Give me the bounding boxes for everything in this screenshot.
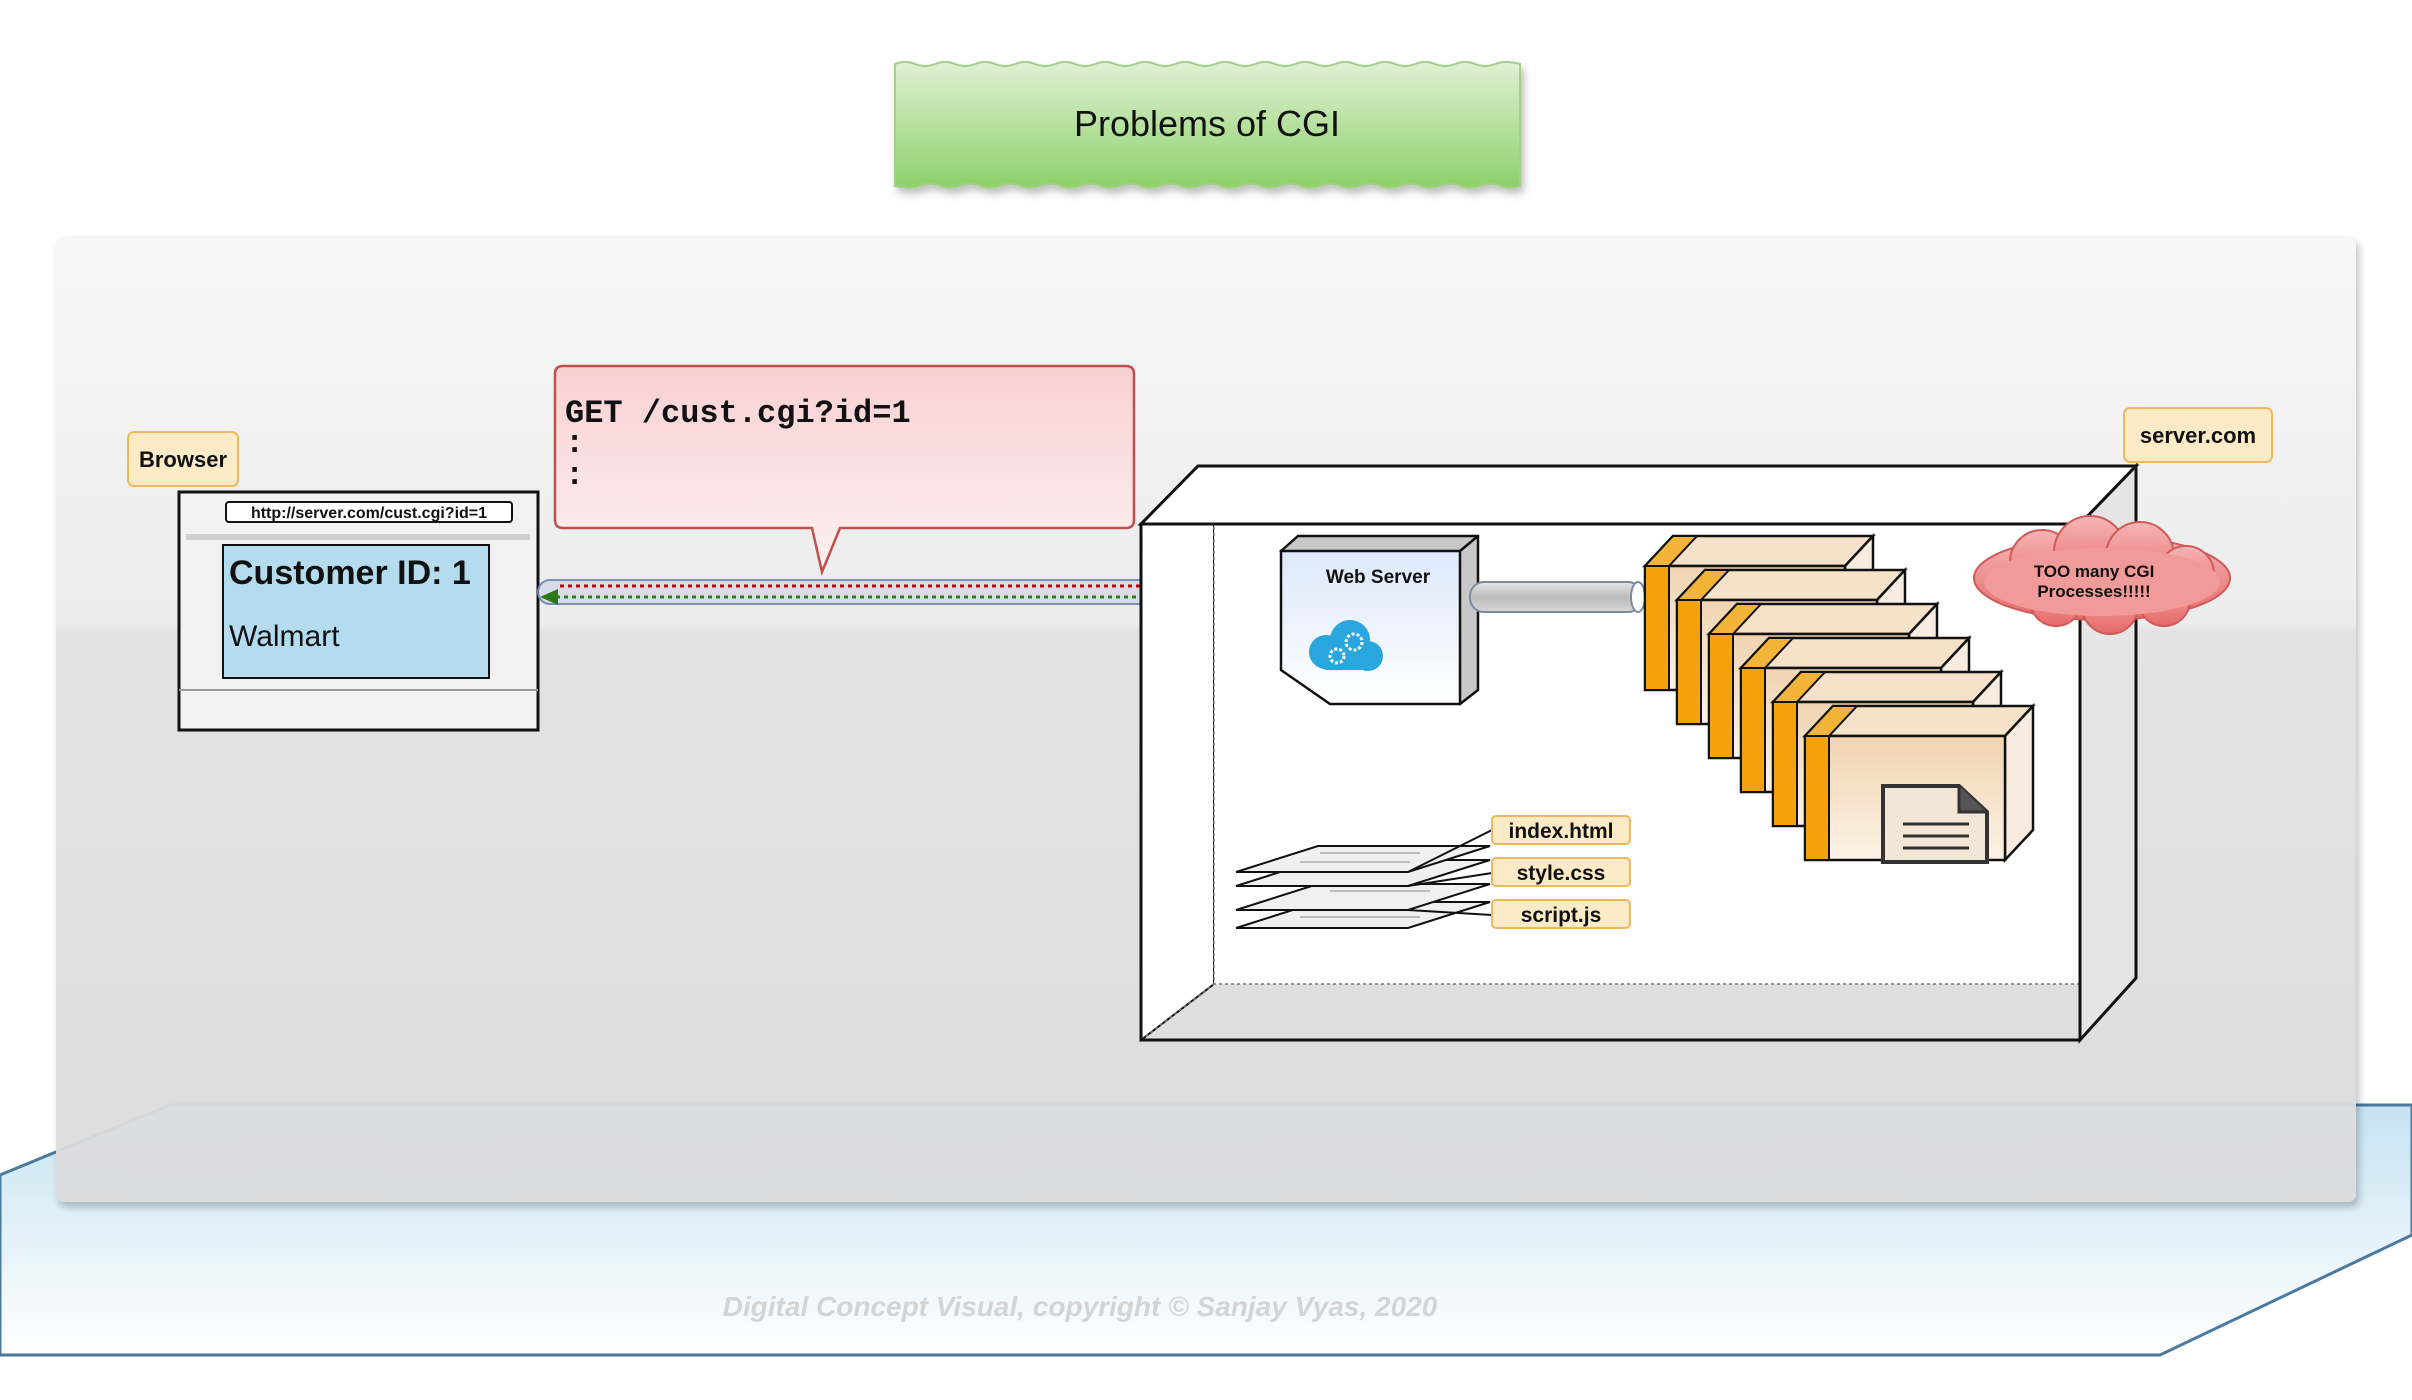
- server-label: server.com: [2123, 407, 2273, 463]
- page-heading: Customer ID: 1: [229, 554, 471, 592]
- file-script-js: script.js: [1521, 904, 1602, 927]
- file-label-script: [1491, 899, 1631, 929]
- address-bar[interactable]: [225, 501, 513, 523]
- file-index-html: index.html: [1508, 820, 1613, 843]
- server-label-text: server.com: [2140, 423, 2256, 448]
- file-label-index: [1491, 815, 1631, 845]
- too-many-cgi-cloud: TOO many CGI Processes!!!!!: [1973, 515, 2231, 635]
- web-server-label: Web Server: [1326, 567, 1431, 588]
- browser-window: http://server.com/cust.cgi?id=1 Customer…: [177, 490, 540, 732]
- browser-content: [222, 544, 490, 679]
- cgi-process-box: [1802, 702, 2036, 864]
- request-line-3: :: [565, 457, 584, 494]
- copyright-footer: Digital Concept Visual, copyright © Sanj…: [723, 1291, 1438, 1322]
- cloud-text-line-1: TOO many CGI: [2034, 562, 2155, 581]
- request-callout: GET /cust.cgi?id=1 : :: [553, 364, 1136, 577]
- browser-label: Browser: [127, 431, 239, 487]
- diagram-title: Problems of CGI: [1074, 103, 1340, 144]
- file-label-style: [1491, 857, 1631, 887]
- web-server: Web Server: [1279, 534, 1480, 706]
- cgi-pipe: [1469, 581, 1646, 613]
- file-style-css: style.css: [1517, 862, 1606, 885]
- response-arrowhead: [540, 589, 558, 605]
- browser-label-text: Browser: [139, 447, 227, 472]
- cgi-process-stack: [1642, 532, 2036, 864]
- page-text: Walmart: [229, 620, 340, 653]
- request-line-1: GET /cust.cgi?id=1: [565, 395, 911, 432]
- cloud-text-line-2: Processes!!!!!: [2037, 582, 2150, 601]
- title-banner: Problems of CGI: [894, 61, 1521, 189]
- gear-cloud-icon: [1309, 620, 1383, 671]
- address-bar-url: http://server.com/cust.cgi?id=1: [251, 505, 487, 522]
- request-line-2: :: [565, 425, 584, 462]
- document-icon: [1881, 784, 1989, 864]
- static-files: index.html style.css script.js: [1235, 815, 1631, 929]
